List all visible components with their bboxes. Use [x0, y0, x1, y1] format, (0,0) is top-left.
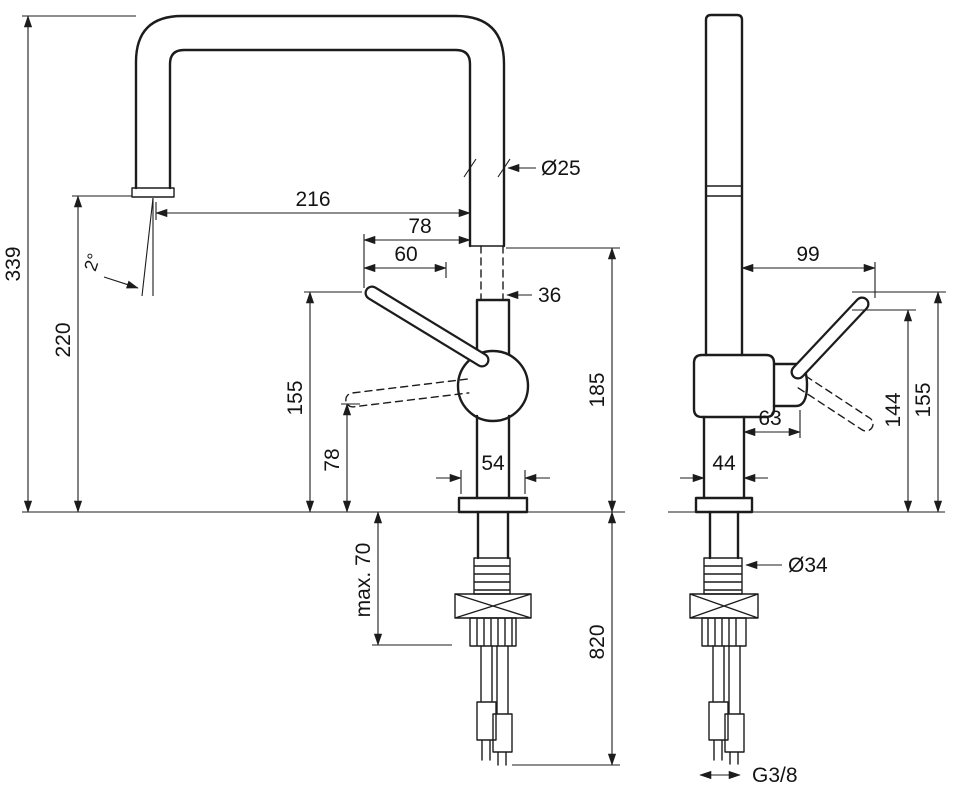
- dim-label-185: 185: [586, 372, 609, 407]
- dim-label-54: 54: [481, 452, 505, 475]
- dimension-lines-front-view: 339 220 216 78 60 36 Ø25 155 78 54 185 m…: [2, 15, 625, 766]
- dim-label-max70: max. 70: [352, 543, 375, 618]
- body-lower: [475, 414, 511, 500]
- side-view-faucet: [689, 13, 874, 765]
- mixer-housing: [692, 353, 776, 419]
- supply-hose-side-b: [724, 645, 745, 765]
- dim-label-78b: 78: [321, 448, 344, 471]
- dim-label-g38: G3/8: [752, 764, 798, 787]
- dim-label-angle: 2°: [80, 251, 104, 274]
- dim-label-99: 99: [796, 243, 819, 266]
- spout-inner: [168, 48, 472, 248]
- clamp-plate: [454, 593, 532, 619]
- dim-label-60: 60: [394, 243, 417, 266]
- mounting-shank-side: [708, 510, 740, 560]
- spout-aerator: [131, 187, 175, 198]
- front-view-faucet: [131, 14, 532, 766]
- dim-label-216: 216: [295, 188, 330, 211]
- shank-thread: [473, 557, 511, 595]
- dimension-lines-side-view: 99 63 144 155 44 Ø34 G3/8: [668, 243, 946, 787]
- supply-hose-side-a: [708, 645, 729, 761]
- dim-label-36: 36: [538, 284, 561, 307]
- supply-hose-left: [476, 645, 497, 761]
- dim-label-820: 820: [586, 624, 609, 659]
- base-flange: [457, 496, 529, 514]
- dim-label-44: 44: [712, 452, 736, 475]
- lever-handle-side-alt: [797, 375, 874, 432]
- dim-label-339: 339: [2, 246, 25, 281]
- lever-handle-fill: [366, 287, 488, 366]
- dim-label-dia25: Ø25: [541, 157, 581, 180]
- dim-label-78: 78: [408, 215, 431, 238]
- hidden-tailpipe: [480, 245, 504, 301]
- supply-hose-right: [492, 645, 513, 766]
- mounting-nut: [469, 617, 517, 647]
- pipe-joint-marks: [705, 185, 743, 197]
- base-flange-side: [694, 496, 754, 514]
- clamp-plate-side: [689, 593, 759, 619]
- dim-label-155r: 155: [912, 382, 935, 417]
- tick-marks-dia25: [463, 158, 511, 178]
- dim-label-155: 155: [284, 380, 307, 415]
- leader-angle-2deg: [103, 276, 139, 289]
- lever-handle-side-fill: [792, 298, 868, 378]
- dim-label-63: 63: [758, 407, 781, 430]
- riser-pipe: [704, 13, 744, 357]
- mounting-shank: [476, 510, 510, 560]
- dim-label-220: 220: [52, 322, 75, 357]
- body-neck: [475, 298, 511, 356]
- lever-handle-alt-position: [345, 378, 470, 408]
- ball-joint: [456, 349, 530, 423]
- mounting-nut-side: [701, 617, 747, 647]
- dim-label-144: 144: [882, 392, 905, 427]
- spout-outer: [134, 14, 506, 248]
- water-stream-line: [141, 197, 154, 297]
- shank-thread-side: [703, 557, 743, 595]
- dim-label-dia34: Ø34: [788, 554, 828, 577]
